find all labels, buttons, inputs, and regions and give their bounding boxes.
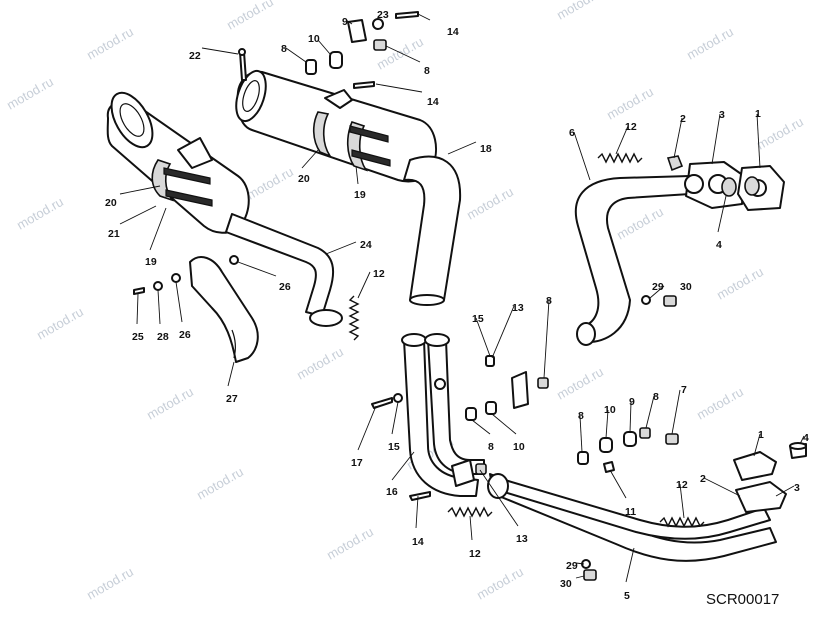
callout-label: 8 (578, 410, 584, 422)
callout-label: 20 (298, 173, 310, 185)
callout-label: 10 (513, 441, 525, 453)
callout-label: 8 (488, 441, 494, 453)
watermark-text: motod.ru (554, 0, 606, 23)
rear-muffler-upper (235, 69, 462, 306)
diagram-code: SCR00017 (706, 591, 779, 608)
watermark-text: motod.ru (294, 344, 346, 383)
watermark-text: motod.ru (554, 364, 606, 403)
watermark-text: motod.ru (144, 384, 196, 423)
callout-label: 4 (803, 432, 809, 444)
watermark-text: motod.ru (84, 24, 136, 63)
callout-label: 30 (680, 281, 692, 293)
watermark-text: motod.ru (684, 24, 736, 63)
callout-label: 10 (604, 404, 616, 416)
callout-label: 8 (653, 391, 659, 403)
watermark-text: motod.ru (694, 384, 746, 423)
callout-label: 22 (189, 50, 201, 62)
callout-label: 26 (179, 329, 191, 341)
watermark-text: motod.ru (464, 184, 516, 223)
callout-label: 29 (566, 560, 578, 572)
callout-label: 8 (281, 43, 287, 55)
callout-label: 7 (681, 384, 687, 396)
callout-label: 26 (279, 281, 291, 293)
callout-label: 13 (516, 533, 528, 545)
callout-label: 3 (794, 482, 800, 494)
callout-label: 14 (427, 96, 439, 108)
callout-label: 11 (625, 506, 636, 518)
callout-label: 1 (758, 429, 764, 441)
callout-label: 25 (132, 331, 144, 343)
callout-label: 20 (105, 197, 117, 209)
watermark-text: motod.ru (244, 164, 296, 203)
watermark-text: motod.ru (474, 564, 526, 603)
callout-label: 2 (680, 113, 686, 125)
callout-label: 24 (360, 239, 372, 251)
callout-label: 10 (308, 33, 320, 45)
callout-label: 15 (388, 441, 400, 453)
springs (348, 152, 705, 528)
watermark-text: motod.ru (754, 114, 806, 153)
callout-label: 19 (145, 256, 157, 268)
watermark-text: motod.ru (604, 84, 656, 123)
callout-label: 4 (716, 239, 722, 251)
callout-label: 16 (386, 486, 398, 498)
callout-label: 12 (373, 268, 385, 280)
callout-label: 9 (629, 396, 635, 408)
watermark-text: motod.ru (224, 0, 276, 33)
callout-label: 30 (560, 578, 572, 590)
watermark-layer: motod.ru motod.ru motod.ru motod.ru motod.ru… (4, 0, 806, 603)
callout-label: 12 (676, 479, 688, 491)
callout-label: 12 (625, 121, 637, 133)
callout-label: 12 (469, 548, 481, 560)
muffler-left (106, 91, 343, 363)
callout-label: 1 (755, 108, 761, 120)
callout-label: 15 (472, 313, 484, 325)
watermark-text: motod.ru (324, 524, 376, 563)
watermark-text: motod.ru (14, 194, 66, 233)
leader-lines (119, 13, 805, 583)
callout-label: 2 (700, 473, 706, 485)
callout-label: 18 (480, 143, 492, 155)
callout-label: 17 (351, 457, 363, 469)
callout-label: 3 (719, 109, 725, 121)
callout-label: 8 (424, 65, 430, 77)
callout-label: 19 (354, 189, 366, 201)
callout-label: 5 (624, 590, 630, 602)
watermark-text: motod.ru (194, 464, 246, 503)
watermark-text: motod.ru (614, 204, 666, 243)
hardware (133, 11, 679, 581)
callout-label: 14 (447, 26, 459, 38)
callout-label: 9 (342, 16, 348, 28)
callout-label: 13 (512, 302, 524, 314)
down-pipes-front (401, 333, 807, 562)
callout-label: 27 (226, 393, 238, 405)
watermark-text: motod.ru (34, 304, 86, 343)
callout-label: 14 (412, 536, 424, 548)
callout-label: 8 (546, 295, 552, 307)
callout-label: 23 (377, 9, 389, 21)
watermark-text: motod.ru (714, 264, 766, 303)
callout-label: 21 (108, 228, 120, 240)
callout-label: 28 (157, 331, 169, 343)
watermark-text: motod.ru (4, 74, 56, 113)
header-pipe-rear (574, 155, 785, 346)
watermark-text: motod.ru (84, 564, 136, 603)
callout-label: 29 (652, 281, 664, 293)
callout-label: 6 (569, 127, 575, 139)
